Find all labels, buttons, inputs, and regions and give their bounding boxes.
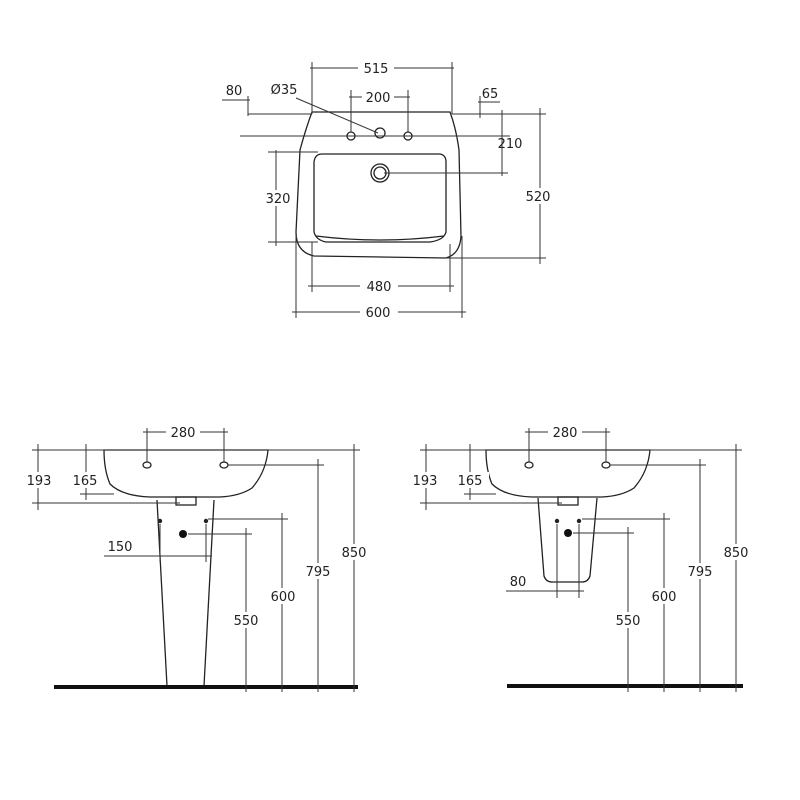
dim-600-pedestal: 600 bbox=[271, 590, 296, 605]
dim-600-semi: 600 bbox=[652, 590, 677, 605]
dim-165-semi: 165 bbox=[458, 474, 483, 489]
dim-520: 520 bbox=[526, 190, 551, 205]
top-view: 515 Ø35 200 80 65 210 320 bbox=[222, 60, 556, 321]
dim-320: 320 bbox=[266, 192, 291, 207]
dim-hole-diameter: Ø35 bbox=[271, 83, 298, 98]
fixing-right-pedestal bbox=[203, 518, 209, 524]
semi-pedestal-view: 280 193 165 80 550 600 795 bbox=[408, 424, 754, 692]
dim-550-pedestal: 550 bbox=[234, 614, 259, 629]
fixing-right-semi bbox=[576, 518, 582, 524]
bowl-front-lip bbox=[315, 235, 445, 241]
dim-150-pedestal: 150 bbox=[108, 540, 133, 555]
semi-pedestal-shroud bbox=[537, 497, 598, 583]
waste-semi bbox=[564, 529, 572, 537]
tap-hole-center bbox=[374, 127, 386, 139]
basin-front-pedestal bbox=[103, 449, 269, 498]
tap-hole-left-semi bbox=[524, 461, 534, 469]
dim-65: 65 bbox=[482, 87, 499, 102]
bowl-inner bbox=[313, 153, 447, 243]
dim-193-pedestal: 193 bbox=[27, 474, 52, 489]
tap-hole-left-pedestal bbox=[142, 461, 152, 469]
dim-550-semi: 550 bbox=[616, 614, 641, 629]
dim-210: 210 bbox=[498, 137, 523, 152]
dim-280-semi: 280 bbox=[553, 426, 578, 441]
fixing-left-pedestal bbox=[157, 518, 163, 524]
pedestal-view: 280 193 165 150 550 600 795 bbox=[22, 424, 372, 692]
tap-hole-right-pedestal bbox=[219, 461, 229, 469]
overflow-semi bbox=[557, 496, 579, 506]
dim-515: 515 bbox=[364, 62, 389, 77]
fixing-left-semi bbox=[554, 518, 560, 524]
dim-850-pedestal: 850 bbox=[342, 546, 367, 561]
tap-hole-right-semi bbox=[601, 461, 611, 469]
dim-200: 200 bbox=[366, 91, 391, 106]
pedestal-column-right bbox=[203, 499, 215, 687]
overflow-pedestal bbox=[175, 496, 197, 506]
dim-850-semi: 850 bbox=[724, 546, 749, 561]
dim-480: 480 bbox=[367, 280, 392, 295]
dim-795-semi: 795 bbox=[688, 565, 713, 580]
dim-795-pedestal: 795 bbox=[306, 565, 331, 580]
dim-600: 600 bbox=[366, 306, 391, 321]
basin-front-semi bbox=[485, 449, 651, 498]
dim-80: 80 bbox=[226, 84, 243, 99]
waste-pedestal bbox=[179, 530, 187, 538]
dim-80-semi: 80 bbox=[510, 575, 527, 590]
dim-193-semi: 193 bbox=[413, 474, 438, 489]
pedestal-column bbox=[156, 499, 168, 687]
dim-165-pedestal: 165 bbox=[73, 474, 98, 489]
dim-280-pedestal: 280 bbox=[171, 426, 196, 441]
